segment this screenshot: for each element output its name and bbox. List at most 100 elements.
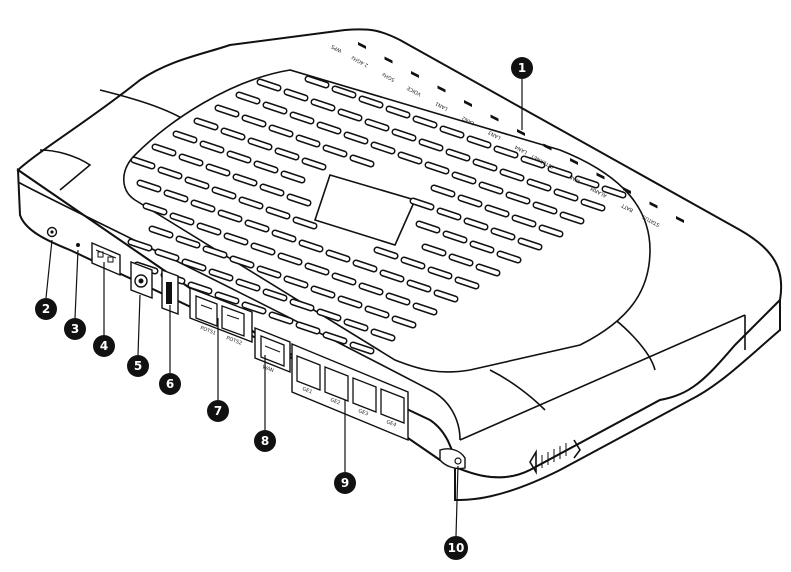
vent-slot-inner (285, 277, 307, 287)
vent-slot-inner (351, 343, 373, 353)
vent-slot-inner (201, 142, 223, 152)
vent-slot-inner (366, 307, 388, 317)
vent-slot-inner (555, 190, 577, 200)
vent-slot-inner (402, 258, 424, 268)
svg-text:3: 3 (71, 322, 79, 336)
vent-slot-inner (270, 126, 292, 136)
vent-slot-inner (204, 247, 226, 257)
indicator-led (649, 201, 658, 209)
vent-slot-inner (324, 333, 346, 343)
vent-slot-inner (216, 293, 238, 303)
vent-slot-inner (216, 106, 238, 116)
vent-slot-inner (387, 294, 409, 304)
vent-slot-inner (456, 278, 478, 288)
vent-slot-inner (435, 291, 457, 301)
vent-slot-inner (243, 116, 265, 126)
label-wan: WAN (261, 364, 274, 374)
vent-slot-inner (420, 140, 442, 150)
vent-slot-inner (180, 155, 202, 165)
vent-slot-inner (213, 188, 235, 198)
label-ge4: GE4 (385, 419, 397, 428)
svg-text:6: 6 (166, 377, 174, 391)
vent-slot-inner (258, 267, 280, 277)
vent-slot-inner (372, 143, 394, 153)
vent-slot-inner (444, 232, 466, 242)
vent-slot-inner (198, 224, 220, 234)
vent-slot-inner (270, 313, 292, 323)
vent-slot-inner (561, 213, 583, 223)
callout-10: 10 (444, 536, 468, 560)
vent-slot-inner (177, 237, 199, 247)
svg-text:2: 2 (42, 302, 50, 316)
vent-slot-inner (312, 287, 334, 297)
vent-slot-inner (351, 156, 373, 166)
label-pots2: POTS2 (225, 335, 242, 346)
vent-slot-inner (312, 100, 334, 110)
vent-slot-inner (171, 214, 193, 224)
svg-text:9: 9 (341, 476, 349, 490)
vent-slot-inner (474, 160, 496, 170)
vent-slot-inner (339, 110, 361, 120)
vent-slot-inner (129, 240, 151, 250)
dc-jack (130, 260, 153, 300)
vent-slot-inner (408, 281, 430, 291)
vent-slot-inner (282, 172, 304, 182)
vent-slot-inner (144, 204, 166, 214)
vent-slot-inner (603, 187, 625, 197)
vent-slot-inner (195, 119, 217, 129)
vent-slot-inner (360, 284, 382, 294)
vent-slot-inner (354, 261, 376, 271)
vent-slot-inner (306, 264, 328, 274)
indicator-label: BATT (620, 201, 635, 213)
indicator-label: LAN2 (461, 115, 476, 127)
vent-slot-inner (423, 245, 445, 255)
vent-slot-inner (291, 300, 313, 310)
indicator-led (570, 158, 578, 165)
vent-slot-inner (255, 162, 277, 172)
vent-slot-inner (381, 271, 403, 281)
vent-slot-inner (264, 103, 286, 113)
callout-8: 8 (254, 430, 276, 452)
vent-slot-inner (327, 251, 349, 261)
callout-9: 9 (334, 472, 356, 494)
svg-text:10: 10 (448, 541, 465, 555)
callout-5: 5 (127, 355, 149, 377)
vent-slot-inner (258, 80, 280, 90)
vent-slot-inner (372, 330, 394, 340)
vent-slot-inner (183, 260, 205, 270)
vent-slot-inner (174, 132, 196, 142)
vent-slot-inner (222, 129, 244, 139)
vent-slot-inner (414, 304, 436, 314)
vent-slot-inner (186, 178, 208, 188)
vent-slot-inner (246, 221, 268, 231)
indicator-led (596, 172, 605, 180)
vent-slot-inner (492, 229, 514, 239)
vent-slot-inner (375, 248, 397, 258)
vent-slot-inner (156, 250, 178, 260)
indicator-led (676, 216, 684, 223)
vent-slot-inner (300, 241, 322, 251)
vent-slot-inner (261, 185, 283, 195)
leader-lines (45, 79, 523, 537)
vent-slot-inner (549, 167, 571, 177)
vent-slot-inner (291, 113, 313, 123)
vent-slot-inner (519, 239, 541, 249)
vent-slot-inner (333, 87, 355, 97)
vent-slot-inner (540, 226, 562, 236)
vent-slot-inner (243, 303, 265, 313)
indicator-led (411, 71, 419, 78)
vent-slot-inner (252, 244, 274, 254)
vent-slot-inner (318, 123, 340, 133)
vent-slot-inner (318, 310, 340, 320)
vent-slot-inner (393, 130, 415, 140)
vent-slot-inner (522, 157, 544, 167)
vent-slot-inner (582, 200, 604, 210)
vent-slot-inner (237, 93, 259, 103)
vent-slot-inner (303, 159, 325, 169)
vent-slot-inner (138, 181, 160, 191)
vent-slot-inner (414, 117, 436, 127)
vent-slot-inner (450, 255, 472, 265)
label-ge2: GE2 (329, 397, 341, 406)
callout-6: 6 (159, 373, 181, 395)
vent-slot-inner (534, 203, 556, 213)
